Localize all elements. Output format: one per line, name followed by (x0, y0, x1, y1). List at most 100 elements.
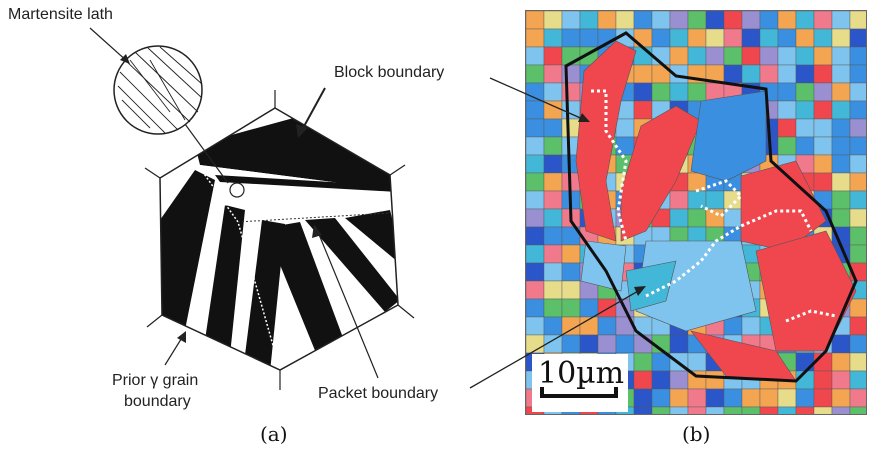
grain-cell (849, 100, 866, 120)
grain-cell (759, 28, 779, 48)
grain-cell (831, 334, 851, 354)
grain-cell (795, 28, 815, 48)
grain-cell (687, 352, 707, 372)
grain-cell (723, 11, 743, 30)
packet-boundary-line (237, 212, 391, 223)
grain-cell (813, 118, 833, 138)
grain-cell (633, 406, 653, 414)
grain-cell (543, 334, 563, 354)
grain-cell (669, 82, 689, 102)
grain-cell (831, 208, 851, 228)
grain-cell (849, 46, 866, 66)
grain-cell (831, 64, 851, 84)
grain-cell (561, 11, 581, 30)
grain-cell (543, 64, 563, 84)
block-band (205, 205, 245, 355)
grain-cell (831, 46, 851, 66)
grain-cell (597, 334, 617, 354)
grain-cell (777, 388, 797, 408)
grain-cell (795, 11, 815, 30)
grain-cell (849, 190, 866, 210)
grain-cell (813, 82, 833, 102)
lath-lines (117, 46, 203, 134)
ebsd-map-panel: 10µm (525, 10, 867, 415)
grain-cell (561, 280, 581, 300)
grain-cell (561, 118, 581, 138)
grain-cell (723, 64, 743, 84)
grain-cell (543, 82, 563, 102)
grain-cell (777, 11, 797, 30)
grain-cell (543, 280, 563, 300)
grain-cell (561, 316, 581, 336)
grain-cell (795, 118, 815, 138)
grain-cell (777, 136, 797, 156)
grain-cell (741, 46, 761, 66)
grain-cell (705, 208, 725, 228)
grain-cell (849, 406, 866, 414)
grain-cell (705, 370, 725, 390)
grain-cell (849, 154, 866, 174)
grain-cell (795, 100, 815, 120)
grain-cell (813, 64, 833, 84)
block-band (215, 175, 398, 192)
grain-cell (526, 118, 545, 138)
packet-boundary-dotted (645, 209, 813, 298)
grain-cell (669, 208, 689, 228)
grain-cell (543, 208, 563, 228)
grain-cell (831, 82, 851, 102)
grain-cell (723, 406, 743, 414)
grain-cell (669, 11, 689, 30)
grain-cell (813, 28, 833, 48)
grain-cell (633, 11, 653, 30)
grain-cell (723, 388, 743, 408)
grain-cell (849, 298, 866, 318)
block-band (160, 170, 215, 330)
grain-cell (526, 46, 545, 66)
packet-boundary-dotted (591, 89, 628, 242)
grain-cell (669, 388, 689, 408)
block-band (225, 185, 392, 214)
grain-cell (831, 11, 851, 30)
grain-cell (543, 154, 563, 174)
grain-cell (687, 28, 707, 48)
grain-cell (561, 28, 581, 48)
grain-cell (561, 82, 581, 102)
grain-cell (795, 352, 815, 372)
grain-cell (831, 172, 851, 192)
grain-cell (687, 11, 707, 30)
grain-cell (543, 190, 563, 210)
grain-cell (687, 388, 707, 408)
grain-cell (526, 226, 545, 246)
grain-cell (849, 388, 866, 408)
grain-cell (687, 208, 707, 228)
grain-cell (543, 11, 563, 30)
grain-boundary-stubs (144, 90, 415, 390)
grain-cell (795, 388, 815, 408)
grain-cell (669, 190, 689, 210)
grain-cell (526, 82, 545, 102)
block-band (245, 220, 285, 370)
grain-cell (849, 118, 866, 138)
grain-cell (687, 190, 707, 210)
grain-cell (795, 406, 815, 414)
label-packet-boundary: Packet boundary (318, 385, 439, 402)
label-martensite-lath: Martensite lath (8, 6, 113, 23)
grain-cell (526, 154, 545, 174)
grain-cell (813, 370, 833, 390)
scale-bar-label: 10µm (538, 356, 625, 391)
grain-cell (669, 406, 689, 414)
grain-cell (759, 46, 779, 66)
caption-b: (b) (682, 422, 711, 446)
grain-cell (759, 64, 779, 84)
grain-cell (831, 118, 851, 138)
martensite-blocks (160, 108, 398, 370)
grain-cell (705, 11, 725, 30)
grain-cell (526, 208, 545, 228)
grain-cell (777, 28, 797, 48)
grain-cell (759, 406, 779, 414)
grain-cell (777, 46, 797, 66)
grain-cell (651, 11, 671, 30)
grain-cell (795, 46, 815, 66)
grain-cell (723, 46, 743, 66)
grain-cell (723, 316, 743, 336)
